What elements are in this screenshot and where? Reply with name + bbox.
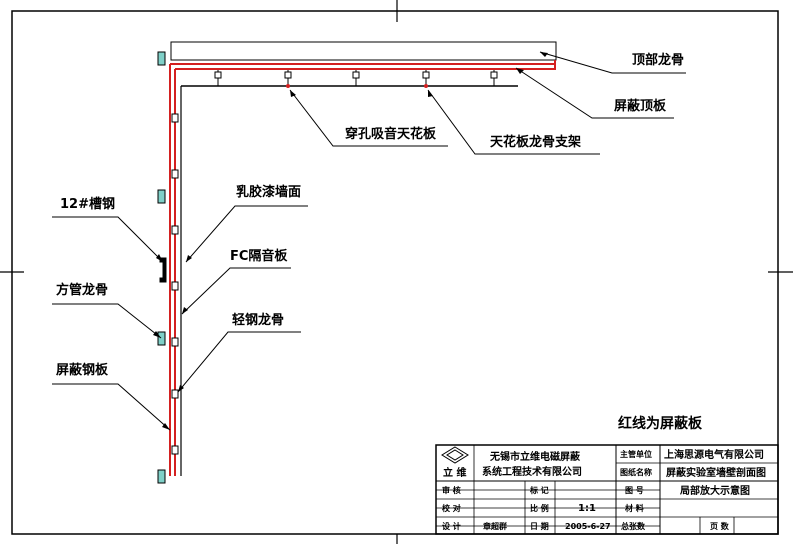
outer-clips [157, 51, 166, 484]
leader-arrowheads [153, 52, 548, 430]
drawing-name-value: 屏蔽实验室墙壁剖面图 [665, 466, 766, 479]
check-label: 校 对 [442, 503, 461, 513]
label-latex-paint-wall: 乳胶漆墙面 [236, 184, 301, 200]
owner-value: 上海思源电气有限公司 [664, 448, 764, 461]
date-value: 2005-6-27 [565, 522, 611, 531]
label-perforated-ceiling: 穿孔吸音天花板 [345, 126, 437, 142]
mark-label: 标 记 [529, 485, 549, 495]
figure-value: 局部放大示意图 [679, 484, 750, 497]
label-fc-sound-board: FC隔音板 [230, 248, 288, 264]
material-label: 材 料 [625, 503, 644, 513]
label-ceiling-keel-bracket: 天花板龙骨支架 [490, 134, 581, 150]
top-keel-shape [170, 41, 557, 61]
wall-keel-boxes [171, 113, 179, 455]
label-shield-steel-plate: 屏蔽钢板 [56, 362, 109, 378]
company-logo-icon [441, 446, 469, 464]
label-square-tube-keel: 方管龙骨 [56, 282, 108, 298]
figure-label: 图 号 [625, 486, 644, 495]
drawing-name-label: 图纸名称 [620, 467, 652, 477]
total-pages-label: 总张数 [621, 521, 646, 531]
logo-text: 立 维 [443, 466, 466, 479]
label-channel-steel: 12#槽钢 [60, 196, 115, 212]
company-line-2: 系统工程技术有限公司 [482, 465, 582, 478]
label-light-steel-keel: 轻钢龙骨 [232, 312, 284, 328]
red-line-note: 红线为屏蔽板 [618, 415, 703, 432]
scale-value: 1:1 [578, 503, 596, 514]
review-label: 审 核 [442, 485, 461, 495]
designer-value: 章超群 [483, 521, 507, 531]
design-label: 设 计 [442, 521, 461, 531]
company-line-1: 无锡市立维电磁屏蔽 [489, 450, 581, 463]
title-block [435, 444, 779, 535]
ceiling-hanger-dots [286, 84, 428, 88]
scale-label: 比 例 [530, 503, 549, 513]
date-label: 日 期 [530, 521, 549, 531]
page-label: 页 数 [710, 521, 730, 531]
ceiling-hangers [214, 70, 498, 86]
shield-plate-lines [169, 60, 556, 476]
label-top-keel: 顶部龙骨 [632, 52, 684, 68]
label-shield-top-plate: 屏蔽顶板 [614, 98, 667, 114]
leader-lines [52, 51, 686, 431]
owner-label: 主管单位 [620, 449, 652, 459]
